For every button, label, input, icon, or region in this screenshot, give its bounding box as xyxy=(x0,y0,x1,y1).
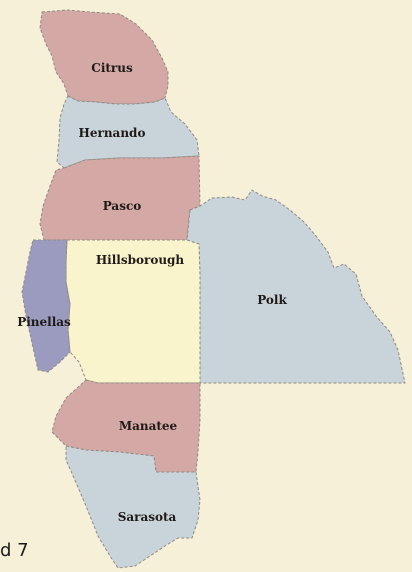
county-manatee[interactable] xyxy=(51,379,201,473)
label-polk: Polk xyxy=(257,293,287,307)
county-polk[interactable] xyxy=(186,189,406,384)
label-sarasota: Sarasota xyxy=(118,510,177,524)
label-citrus: Citrus xyxy=(91,61,133,75)
label-hillsborough: Hillsborough xyxy=(96,253,185,267)
county-pinellas[interactable] xyxy=(21,239,71,373)
footer-text: d 7 xyxy=(0,540,29,561)
county-citrus[interactable] xyxy=(39,9,169,105)
label-pinellas: Pinellas xyxy=(17,315,71,329)
label-manatee: Manatee xyxy=(119,419,178,433)
label-pasco: Pasco xyxy=(103,199,142,213)
county-pasco[interactable] xyxy=(39,155,201,241)
label-hernando: Hernando xyxy=(79,126,146,140)
county-hernando[interactable] xyxy=(56,95,200,169)
county-sarasota[interactable] xyxy=(65,445,201,569)
